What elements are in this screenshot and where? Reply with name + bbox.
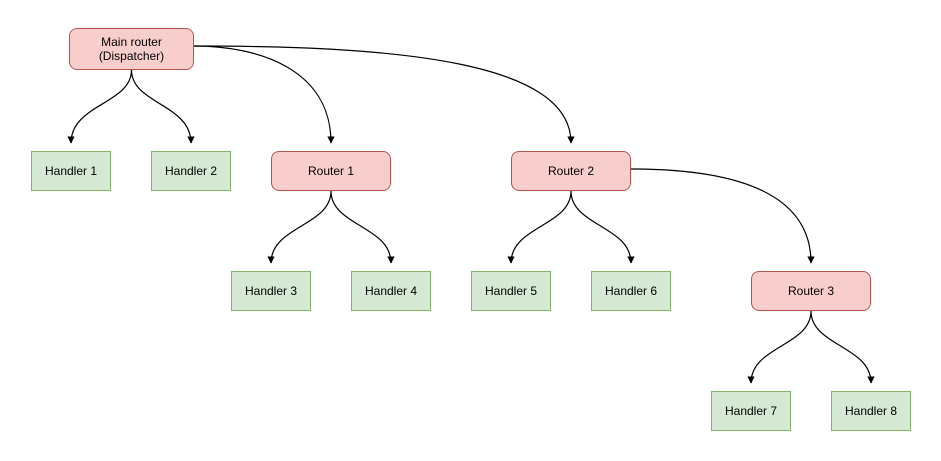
node-handler-1[interactable]: Handler 1 [31,151,111,191]
node-router-3[interactable]: Router 3 [751,271,871,311]
node-handler-3[interactable]: Handler 3 [231,271,311,311]
edge-group [67,45,875,384]
edge-main-router-to-handler-1 [67,69,133,144]
node-label-handler-7: Handler 7 [724,404,778,418]
node-label-handler-2: Handler 2 [164,164,218,178]
node-label-handler-1: Handler 1 [44,164,98,178]
node-label-handler-4: Handler 4 [364,284,418,298]
edge-router-3-to-handler-8 [810,310,875,384]
edge-router-2-to-handler-5 [507,190,572,264]
node-handler-5[interactable]: Handler 5 [471,271,551,311]
node-label-handler-8: Handler 8 [844,404,898,418]
node-handler-7[interactable]: Handler 7 [711,391,791,431]
node-main-router[interactable]: Main router (Dispatcher) [69,28,194,70]
node-handler-4[interactable]: Handler 4 [351,271,431,311]
node-router-2[interactable]: Router 2 [511,151,631,191]
edge-main-router-to-handler-2 [130,69,195,144]
node-router-1[interactable]: Router 1 [271,151,391,191]
node-label-handler-6: Handler 6 [604,284,658,298]
node-label-handler-3: Handler 3 [244,284,298,298]
edge-router-3-to-handler-7 [747,310,812,384]
node-handler-2[interactable]: Handler 2 [151,151,231,191]
node-label-router-1: Router 1 [307,164,355,178]
edge-router-1-to-handler-4 [330,190,395,264]
edge-main-router-to-router-2 [193,45,575,144]
edge-main-router-to-router-1 [193,45,335,144]
node-label-router-2: Router 2 [547,164,595,178]
edge-router-2-to-handler-6 [570,190,635,264]
edge-router-2-to-router-3 [630,168,815,264]
node-handler-6[interactable]: Handler 6 [591,271,671,311]
node-label-handler-5: Handler 5 [484,284,538,298]
node-handler-8[interactable]: Handler 8 [831,391,911,431]
edge-router-1-to-handler-3 [267,190,332,264]
node-label-main-router: Main router (Dispatcher) [98,35,165,63]
node-label-router-3: Router 3 [787,284,835,298]
